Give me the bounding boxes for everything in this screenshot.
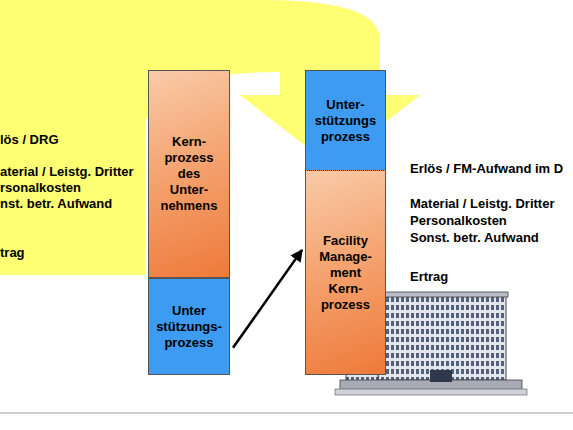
flow-label: lös / DRG <box>0 132 59 148</box>
flow-arrow-connector <box>233 250 302 348</box>
core-process-box: Facility Manage- ment Kern- prozess <box>305 170 386 375</box>
building-tower <box>378 296 506 380</box>
flow-label: Ertrag <box>410 269 448 285</box>
flow-label: aterial / Leistg. Dritter <box>0 164 134 180</box>
flow-label: Personalkosten <box>410 213 507 229</box>
support-process-box: Unter stützungs- prozess <box>148 278 230 375</box>
core-process-box: Kern- prozess des Unter- nehmens <box>148 70 230 278</box>
flow-label: Erlös / FM-Aufwand im D <box>410 161 563 177</box>
flow-label: Sonst. betr. Aufwand <box>410 230 539 246</box>
flow-label: trag <box>0 245 25 261</box>
flow-label: rsonalkosten <box>0 180 81 196</box>
process-text: Facility Manage- ment Kern- prozess <box>313 233 379 313</box>
process-text: Unter- stützungs prozess <box>311 97 381 145</box>
process-text: Kern- prozess des Unter- nehmens <box>159 134 219 214</box>
process-text: Unter stützungs- prozess <box>153 303 225 351</box>
flow-label: Material / Leistg. Dritter <box>410 196 554 212</box>
building-entrance <box>430 370 452 382</box>
flow-label: nst. betr. Aufwand <box>0 196 112 212</box>
footer-rule <box>0 413 573 414</box>
building-plinth <box>335 389 527 395</box>
building-roof <box>376 292 508 297</box>
support-process-box: Unter- stützungs prozess <box>305 70 386 170</box>
